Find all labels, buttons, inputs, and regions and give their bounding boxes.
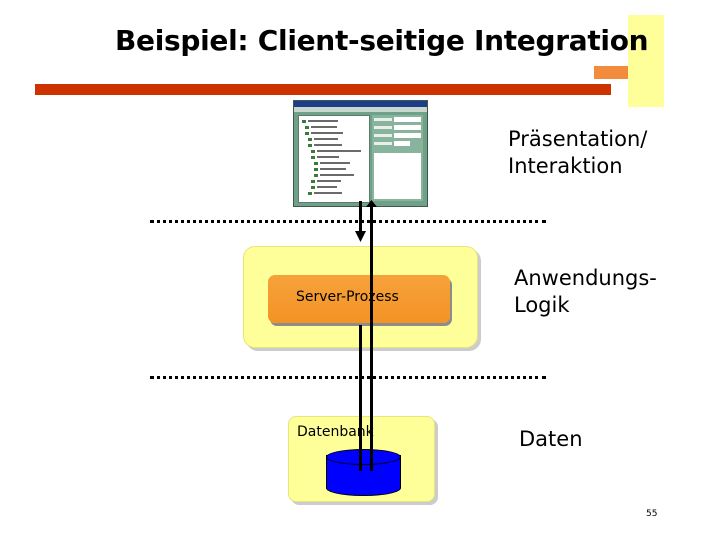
separator-logic-data <box>150 376 546 379</box>
layer-label-line: Interaktion <box>508 153 623 178</box>
layer-label-logic: Anwendungs- Logik <box>514 265 657 319</box>
title-decoration-yellow <box>628 15 664 107</box>
form-label <box>374 134 392 137</box>
form-text-area <box>374 153 421 199</box>
layer-label-line: Daten <box>519 427 583 451</box>
page-number: 55 <box>646 509 658 519</box>
title-underline-bar <box>35 84 611 95</box>
layer-label-line: Logik <box>514 292 570 317</box>
client-app-screenshot <box>293 100 428 207</box>
arrow-database-client <box>366 200 377 471</box>
screenshot-tree-lines <box>302 120 361 195</box>
server-process-box <box>268 275 450 323</box>
layer-label-presentation: Präsentation/ Interaktion <box>508 126 647 180</box>
screenshot-tree-panel <box>298 115 370 203</box>
slide-title: Beispiel: Client-seitige Integration <box>115 24 649 57</box>
form-field <box>394 117 421 122</box>
title-decoration-orange <box>594 66 628 79</box>
form-label <box>374 126 392 129</box>
database-label: Datenbank <box>297 424 374 440</box>
separator-presentation-logic <box>150 220 546 223</box>
server-process-label: Server-Prozess <box>296 289 399 305</box>
form-field <box>394 141 410 146</box>
screenshot-menubar <box>294 107 427 112</box>
layer-label-data: Daten <box>519 426 583 453</box>
layer-label-line: Anwendungs- <box>514 266 657 290</box>
arrow-client-server <box>355 201 366 242</box>
connection-arrows <box>355 200 377 471</box>
form-field <box>394 125 421 130</box>
form-label <box>374 142 392 145</box>
database-icon <box>326 449 401 465</box>
form-label <box>374 118 392 121</box>
layer-label-line: Präsentation/ <box>508 127 648 151</box>
arrow-server-database <box>359 325 362 471</box>
form-field <box>394 133 421 138</box>
screenshot-titlebar <box>294 101 427 107</box>
screenshot-form-panel <box>372 115 423 201</box>
